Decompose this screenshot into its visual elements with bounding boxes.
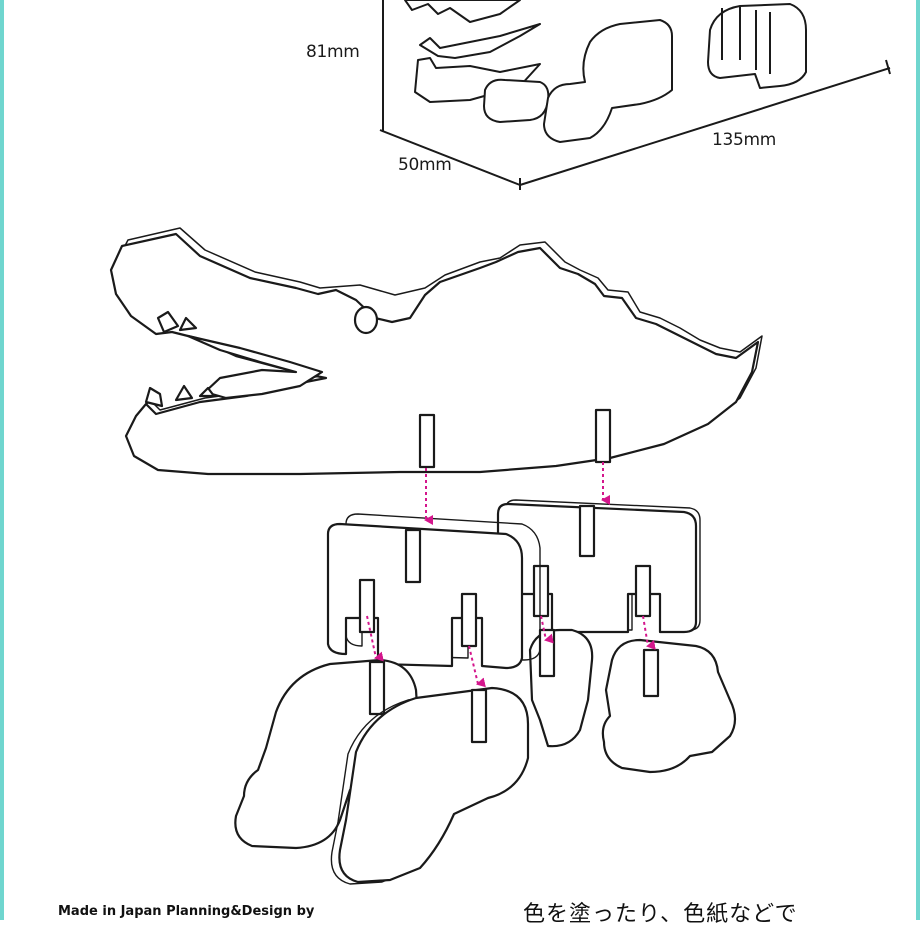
width-dimension-label: 135mm — [712, 130, 777, 150]
preview-jaw — [419, 23, 541, 59]
front-legs — [234, 658, 530, 885]
front-body-plate — [326, 513, 541, 670]
preview-lower-jaw — [414, 57, 541, 103]
arrow-front-plate-to-right-leg — [468, 645, 486, 688]
arrow-rear-plate-to-left-leg — [540, 615, 554, 644]
tooth-upper-2 — [178, 316, 198, 332]
width-dimension-line — [519, 67, 891, 186]
japanese-caption: 色を塗ったり、色紙などで — [523, 902, 798, 927]
front-plate-slot-bottom-left — [358, 578, 376, 634]
preview-leg-front — [483, 78, 550, 123]
eye-hole-icon — [353, 305, 379, 335]
left-border — [0, 0, 4, 920]
rear-plate-body — [496, 502, 698, 634]
front-plate-slot-bottom-right — [460, 592, 478, 648]
rear-right-leg — [601, 638, 737, 774]
assembled-preview — [379, 0, 891, 190]
rear-plate-slot-top — [578, 504, 596, 558]
arrow-rear-plate-to-right-leg — [642, 615, 656, 650]
head-slot-front — [418, 413, 436, 469]
tooth-lower-3 — [198, 386, 216, 398]
height-dimension-label: 81mm — [306, 42, 360, 62]
depth-dimension-line — [379, 129, 521, 186]
rear-legs — [528, 628, 737, 774]
front-left-leg-slot — [368, 660, 386, 716]
rear-plate-slot-bottom-left — [532, 564, 550, 618]
front-plate-slot-top — [404, 528, 422, 584]
rear-right-leg-slot — [642, 648, 660, 698]
tooth-lower-1 — [144, 386, 164, 408]
arrow-front-plate-to-left-leg — [366, 615, 384, 662]
right-border — [916, 0, 920, 920]
tooth-upper-1 — [156, 310, 180, 334]
front-right-leg-slot — [470, 688, 488, 744]
credit-text: Made in Japan Planning&Design by — [58, 904, 315, 919]
crocodile-head-piece — [109, 227, 763, 476]
head-slot-rear — [594, 408, 612, 464]
rear-body-plate — [496, 499, 701, 634]
depth-dimension-label: 50mm — [398, 155, 452, 175]
rear-left-leg-slot — [538, 628, 556, 678]
preview-head — [404, 0, 521, 23]
tooth-lower-2 — [174, 384, 194, 402]
mouth-gap — [186, 334, 324, 400]
front-plate-body — [326, 522, 524, 670]
preview-body-front — [543, 19, 673, 143]
rear-plate-slot-bottom-right — [634, 564, 652, 618]
assembly-arrows — [366, 462, 656, 688]
